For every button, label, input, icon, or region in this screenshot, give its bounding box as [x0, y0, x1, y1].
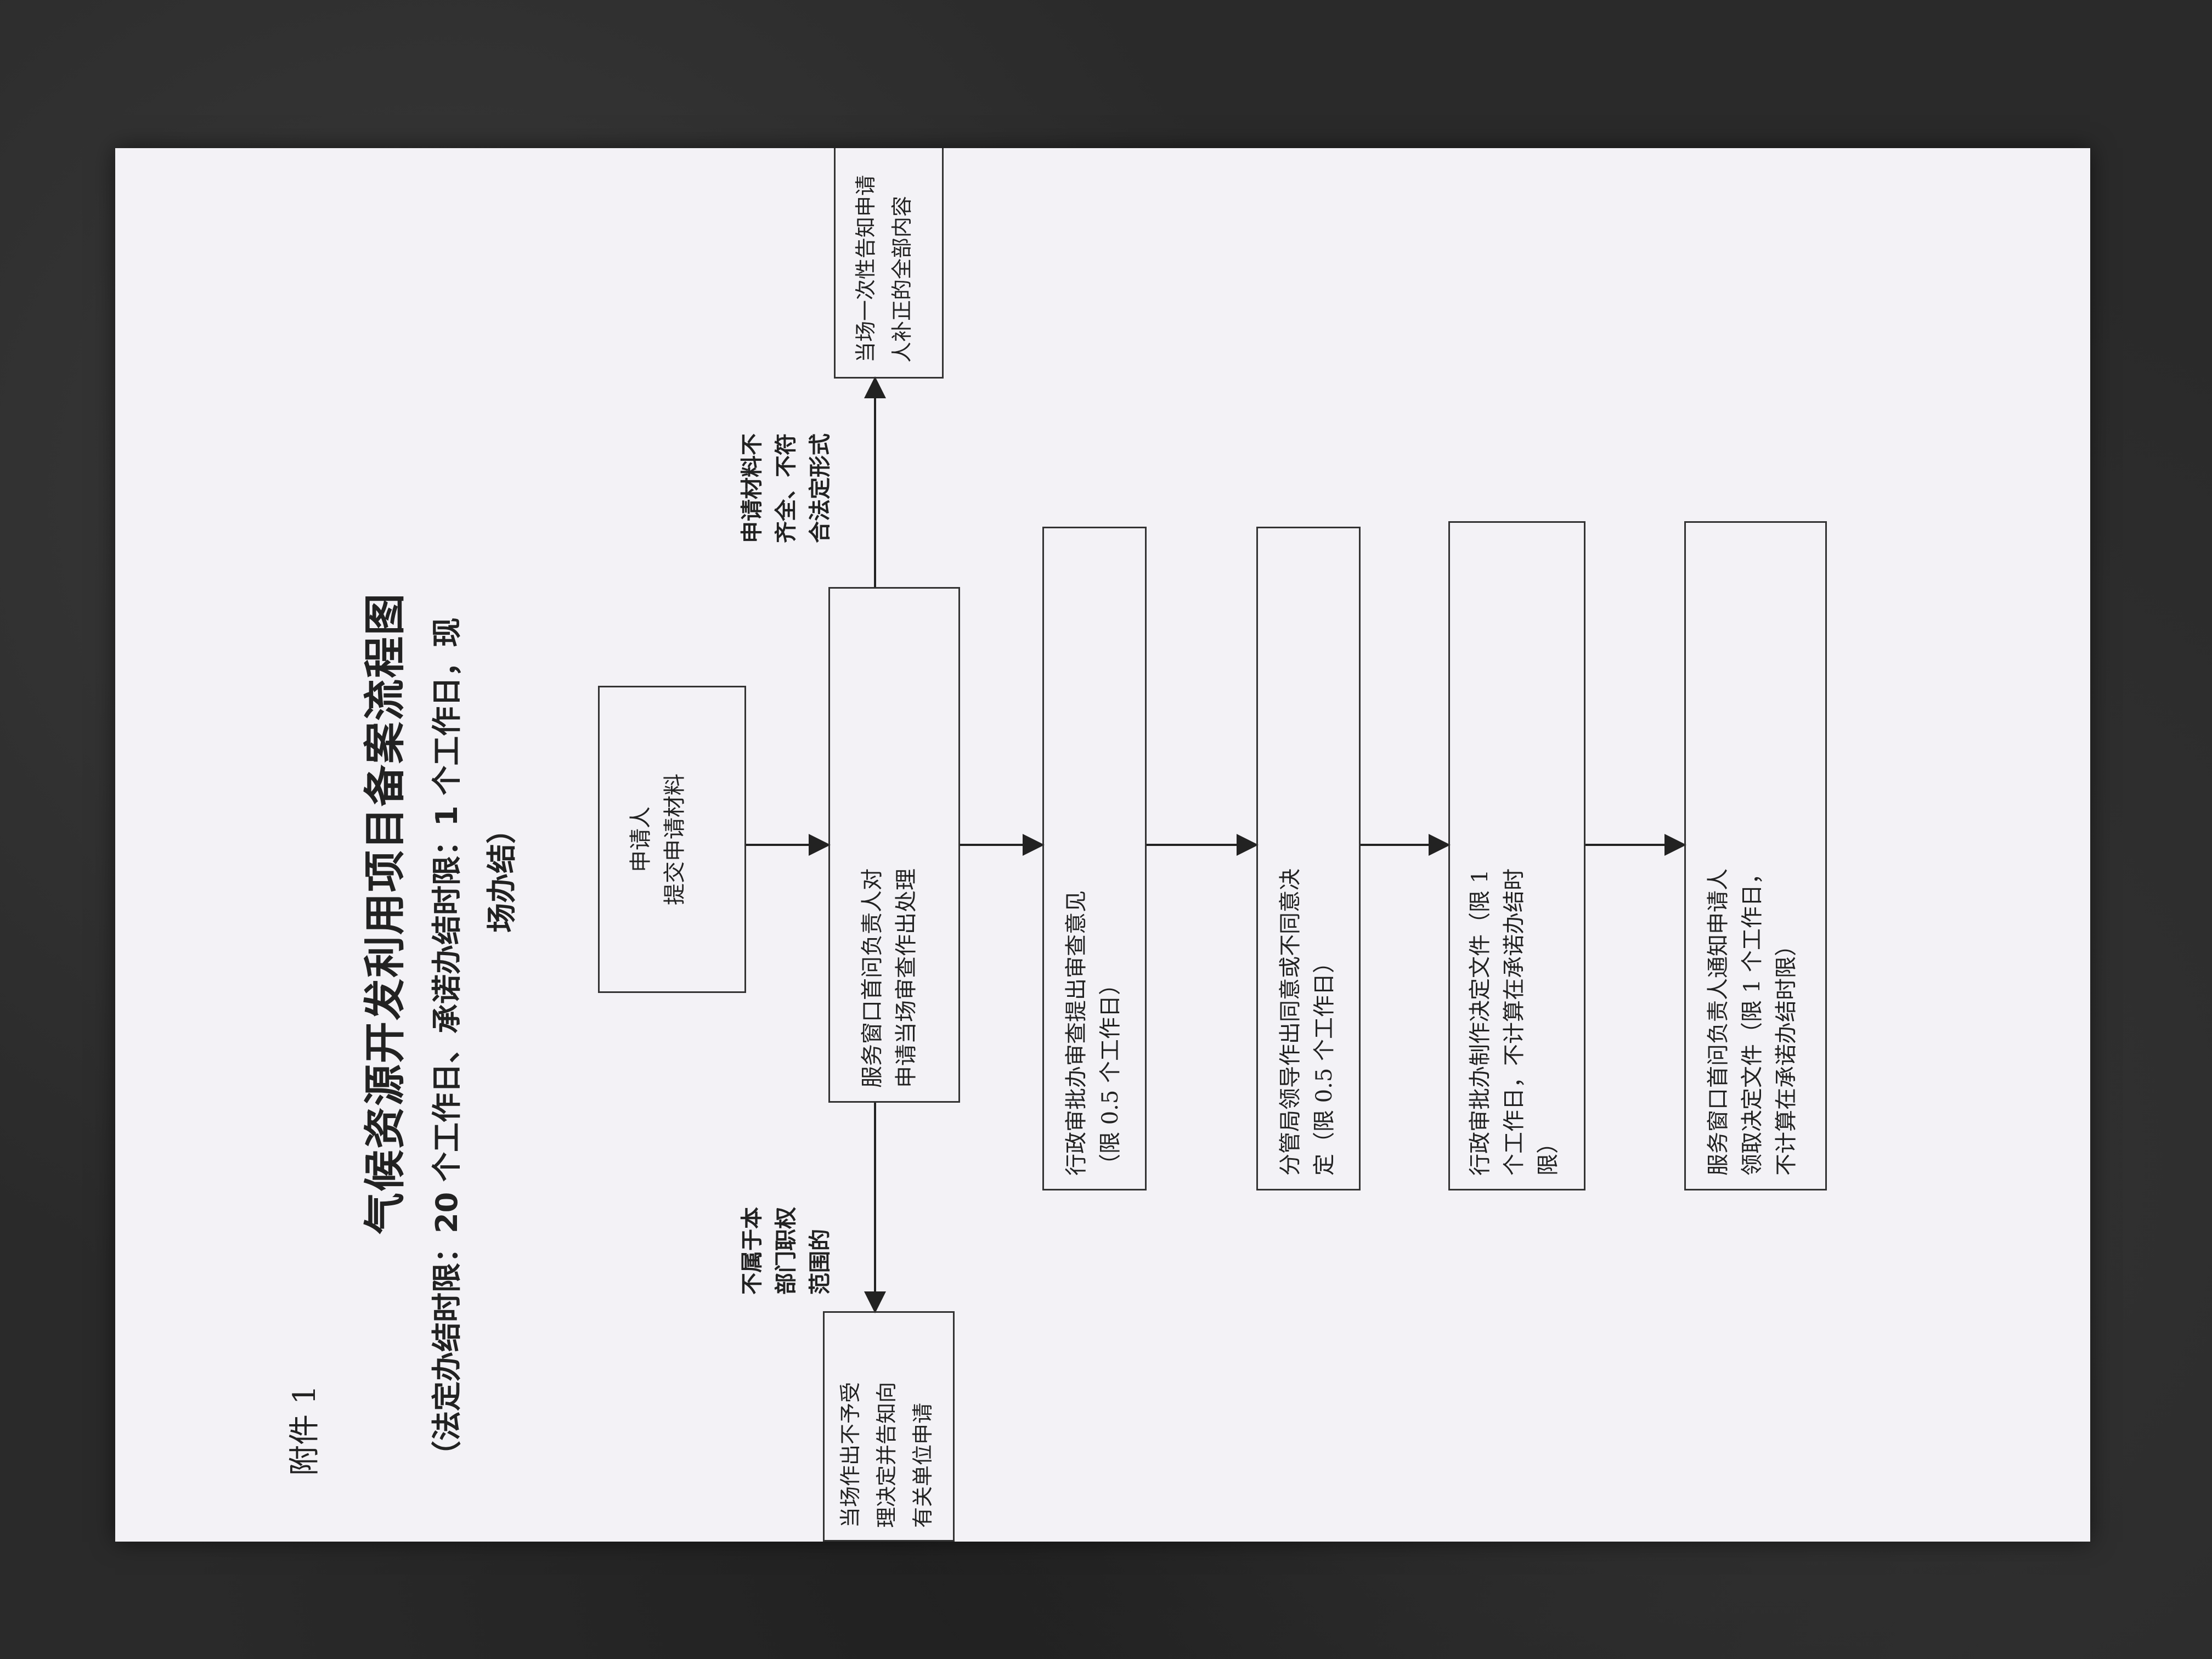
- applicant-line2: 提交申请材料: [662, 774, 687, 905]
- not-in-scope-line3: 范围的: [808, 1229, 833, 1295]
- decision-document-box: 行政审批办制作决定文件（限 1 个工作日，不计算在承诺办结时 限）: [1448, 521, 1585, 1190]
- leader-line1: 分管局领导作出同意或不同意决: [1278, 868, 1303, 1176]
- applicant-box: 申请人 提交申请材料: [598, 686, 746, 993]
- service-window-box: 服务窗口首问负责人对 申请当场审查作出处理: [828, 587, 960, 1103]
- page-title: 气候资源开发利用项目备案流程图: [360, 592, 409, 1234]
- applicant-line1: 申请人: [628, 806, 653, 872]
- service-line1: 服务窗口首问负责人对: [860, 868, 885, 1088]
- incomplete-line3: 合法定形式: [808, 433, 833, 543]
- reject-box: 当场作出不予受 理决定并告知向 有关单位申请: [823, 1311, 955, 1542]
- reject-line3: 有关单位申请: [911, 1402, 935, 1528]
- notify-line1: 当场一次性告知申请: [854, 174, 878, 363]
- incomplete-line1: 申请材料不: [740, 433, 765, 543]
- final-line1: 服务窗口首问负责人通知申请人: [1706, 868, 1731, 1176]
- reject-line2: 理决定并告知向: [874, 1381, 899, 1528]
- final-notify-box: 服务窗口首问负责人通知申请人 领取决定文件（限 1 个工作日， 不计算在承诺办结…: [1684, 521, 1827, 1190]
- decision-line3: 限）: [1536, 1132, 1561, 1176]
- leader-decision-box: 分管局领导作出同意或不同意决 定（限 0.5 个工作日）: [1256, 527, 1361, 1190]
- final-line2: 领取决定文件（限 1 个工作日，: [1740, 862, 1765, 1176]
- incomplete-materials-label: 申请材料不 齐全、不符 合法定形式: [735, 433, 837, 543]
- notify-line2: 人补正的全部内容: [890, 195, 914, 363]
- review-line2: （限 0.5 个工作日）: [1098, 973, 1123, 1176]
- page-subtitle-line2: 场办结）: [484, 814, 519, 933]
- decision-line1: 行政审批办制作决定文件（限 1: [1468, 869, 1493, 1176]
- leader-line2: 定（限 0.5 个工作日）: [1312, 951, 1337, 1176]
- page-subtitle-line1: （法定办结时限：20 个工作日、承诺办结时限：1 个工作日，现: [430, 617, 464, 1470]
- not-in-scope-line1: 不属于本: [740, 1207, 765, 1295]
- final-line3: 不计算在承诺办结时限）: [1774, 934, 1799, 1176]
- notify-box: 当场一次性告知申请 人补正的全部内容: [834, 148, 944, 379]
- paper-sheet: 附件 1 气候资源开发利用项目备案流程图 （法定办结时限：20 个工作日、承诺办…: [115, 148, 2090, 1542]
- not-in-scope-line2: 部门职权: [774, 1207, 799, 1295]
- flow-arrows: [746, 376, 1686, 1313]
- not-in-scope-label: 不属于本 部门职权 范围的: [735, 1207, 837, 1295]
- review-line1: 行政审批办审查提出审查意见: [1064, 890, 1089, 1176]
- reject-line1: 当场作出不予受: [838, 1381, 862, 1528]
- incomplete-line2: 齐全、不符: [774, 433, 799, 543]
- document-page: 附件 1 气候资源开发利用项目备案流程图 （法定办结时限：20 个工作日、承诺办…: [115, 148, 2090, 1542]
- service-line2: 申请当场审查作出处理: [894, 868, 919, 1088]
- decision-line2: 个工作日，不计算在承诺办结时: [1502, 868, 1527, 1176]
- review-box: 行政审批办审查提出审查意见 （限 0.5 个工作日）: [1042, 527, 1147, 1190]
- attachment-label: 附件 1: [287, 1385, 323, 1476]
